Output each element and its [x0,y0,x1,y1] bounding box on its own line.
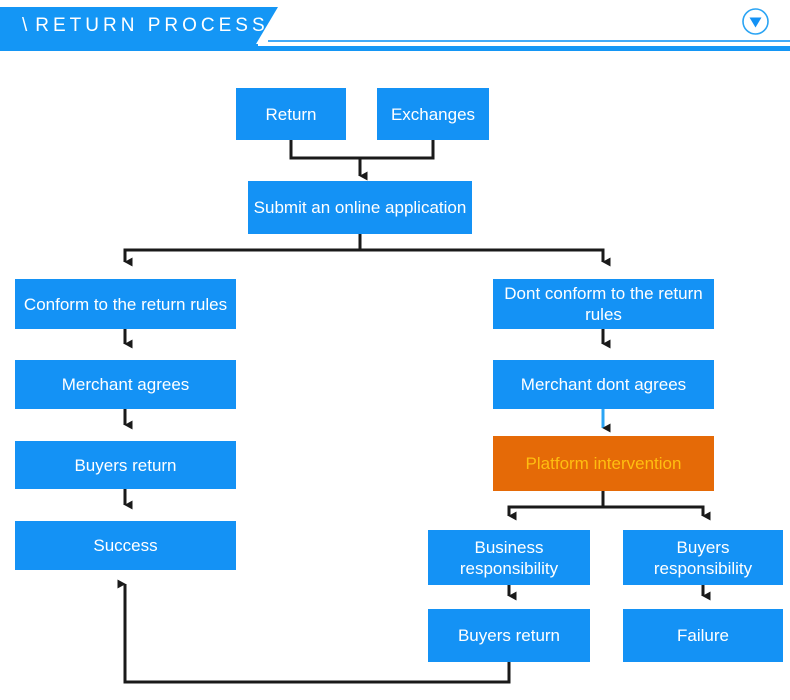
node-buyers-return-bottom[interactable]: Buyers return [428,609,590,662]
node-dont-conform-to-return-rules[interactable]: Dont conform to the return rules [493,279,714,329]
header-thin-accent-line [268,40,790,42]
edge-platform-to-buyers-resp [603,505,711,521]
page-title-text: RETURN PROCESS [35,15,269,36]
edge-submit-to-dont-conform [360,248,611,267]
triangle-down-in-circle-icon [742,8,769,35]
node-exchanges[interactable]: Exchanges [377,88,489,140]
edge-submit-to-conform [123,234,362,267]
header-underbar [0,44,790,51]
edge-platform-to-business-resp [507,491,605,521]
node-business-responsibility[interactable]: Business responsibility [428,530,590,585]
node-conform-to-return-rules[interactable]: Conform to the return rules [15,279,236,329]
node-buyers-return-left[interactable]: Buyers return [15,441,236,489]
title-slash-mark: \ [22,15,28,36]
node-platform-intervention[interactable]: Platform intervention [493,436,714,491]
edge-return-exchanges-bus [289,140,435,160]
page-title: \ RETURN PROCESS [22,7,269,44]
collapse-toggle-button[interactable] [741,7,770,36]
node-failure[interactable]: Failure [623,609,783,662]
header-underbar-gap [258,44,790,46]
node-buyers-responsibility[interactable]: Buyers responsibility [623,530,783,585]
page-header: \ RETURN PROCESS [0,0,790,60]
node-success[interactable]: Success [15,521,236,570]
node-merchant-dont-agrees[interactable]: Merchant dont agrees [493,360,714,409]
node-merchant-agrees[interactable]: Merchant agrees [15,360,236,409]
node-return[interactable]: Return [236,88,346,140]
node-submit-online-application[interactable]: Submit an online application [248,181,472,234]
header-banner-shape [0,7,278,44]
